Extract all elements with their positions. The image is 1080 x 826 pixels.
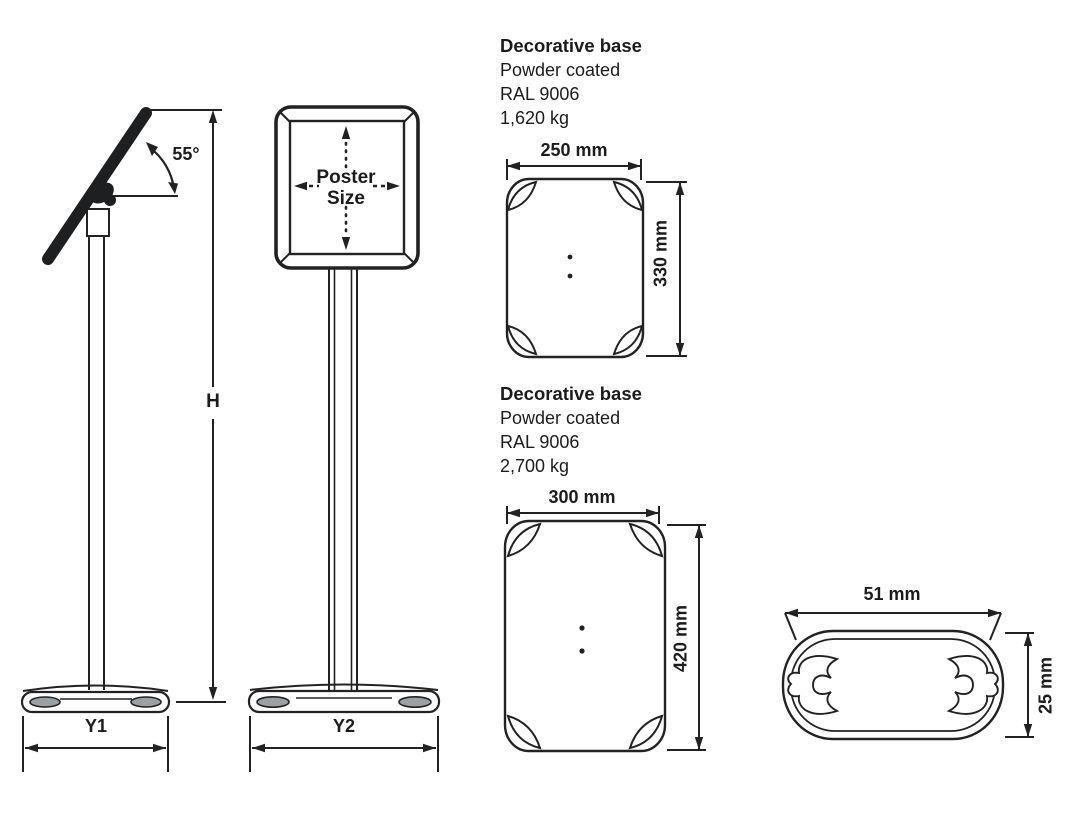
base-300-drawing: [503, 506, 706, 753]
base-250-depth-label: 330 mm: [650, 219, 671, 288]
base-250-spec-block: Decorative base Powder coated RAL 9006 1…: [500, 34, 720, 130]
base-width-y2-label: Y2: [332, 716, 356, 736]
base-300-depth-label: 420 mm: [670, 604, 691, 673]
pole-profile-drawing: [781, 608, 1034, 741]
base-250-drawing: [505, 159, 687, 359]
base-250-width-label: 250 mm: [540, 140, 608, 160]
base-250-title: Decorative base: [500, 35, 642, 56]
base-300-finish: Powder coated: [500, 408, 621, 428]
base-300-spec-block: Decorative base Powder coated RAL 9006 2…: [500, 382, 720, 478]
poster-size-label-line1: Poster: [316, 167, 376, 188]
profile-height-label: 25 mm: [1035, 656, 1056, 715]
base-250-ral: RAL 9006: [500, 84, 580, 104]
angle-label: 55°: [172, 144, 200, 164]
base-300-ral: RAL 9006: [500, 432, 580, 452]
front-view-drawing: [247, 105, 441, 772]
base-250-weight: 1,620 kg: [500, 108, 570, 128]
base-250-finish: Powder coated: [500, 60, 621, 80]
base-300-weight: 2,700 kg: [500, 456, 570, 476]
poster-size-label-line2: Size: [326, 188, 366, 209]
base-300-width-label: 300 mm: [548, 487, 616, 507]
base-width-y1-label: Y1: [84, 716, 108, 736]
base-300-title: Decorative base: [500, 383, 642, 404]
profile-width-label: 51 mm: [863, 584, 921, 604]
height-dim-label: H: [206, 391, 220, 412]
side-view-drawing: [20, 107, 226, 772]
